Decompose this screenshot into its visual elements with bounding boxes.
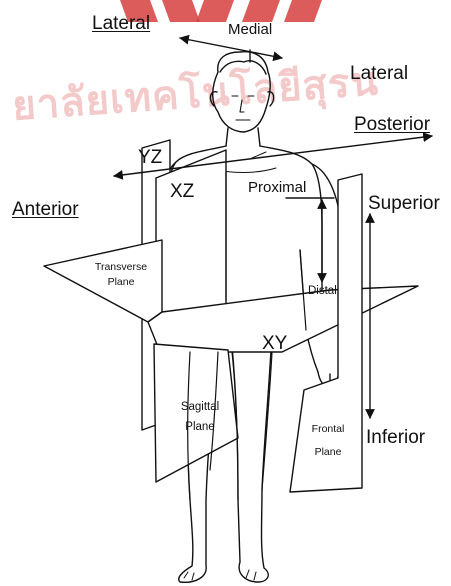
sagittal-line-2: Plane — [172, 422, 228, 434]
frontal-line-1: Frontal — [300, 424, 356, 435]
label-frontal-plane: Frontal Plane — [300, 424, 356, 457]
label-lateral-top: Lateral — [92, 14, 150, 33]
label-medial: Medial — [228, 22, 272, 37]
hair — [220, 61, 266, 74]
transverse-line-1: Transverse — [86, 262, 156, 273]
label-transverse-plane: Transverse Plane — [86, 262, 156, 287]
label-plane-yz: YZ — [138, 148, 162, 167]
label-lateral-right: Lateral — [350, 64, 408, 83]
neck — [226, 128, 260, 146]
frontal-line-2: Plane — [300, 447, 356, 458]
plane-xz — [156, 150, 226, 312]
label-distal: Distal — [308, 286, 337, 298]
arrow-lateral-medial — [180, 38, 282, 58]
label-sagittal-plane: Sagittal Plane — [172, 402, 228, 433]
label-plane-xz: XZ — [170, 182, 194, 201]
label-plane-xy: XY — [262, 334, 287, 353]
label-anterior: Anterior — [12, 200, 79, 219]
label-superior: Superior — [368, 194, 440, 213]
sagittal-line-1: Sagittal — [172, 402, 228, 414]
label-posterior: Posterior — [354, 115, 430, 134]
face-features — [232, 96, 254, 120]
transverse-line-2: Plane — [86, 277, 156, 288]
label-inferior: Inferior — [366, 428, 425, 447]
label-proximal: Proximal — [248, 180, 306, 195]
